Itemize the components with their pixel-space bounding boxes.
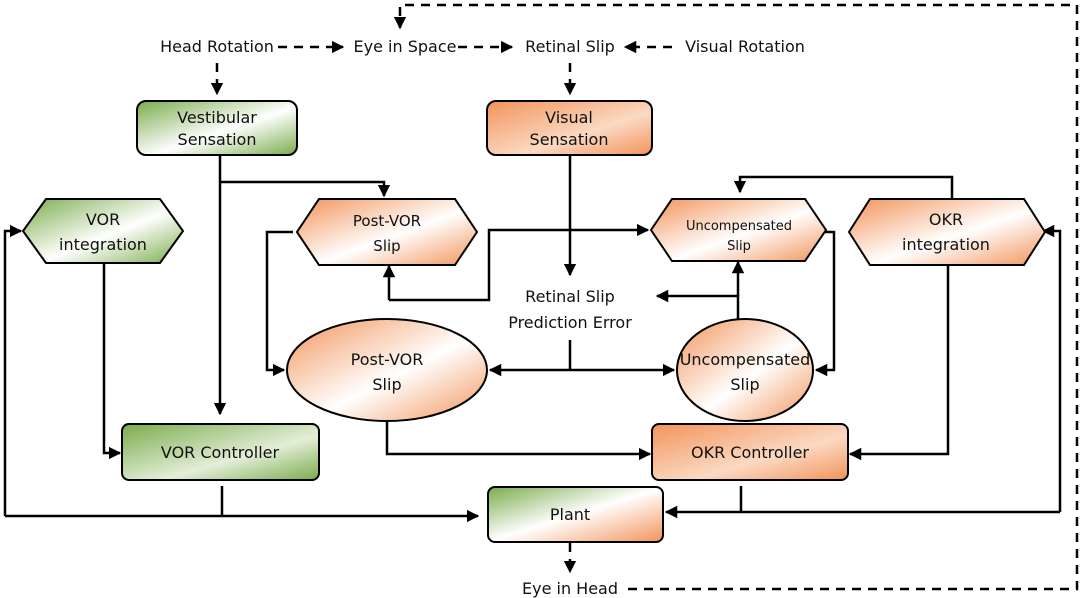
vor-integration-line2: integration xyxy=(59,235,147,254)
dashed-connectors xyxy=(210,3,1079,591)
arrow-okr-integration-to-okr-controller xyxy=(848,265,950,461)
vestibular-sensation-line1: Vestibular xyxy=(177,108,257,127)
vor-controller-box xyxy=(121,423,320,481)
okr-controller-box xyxy=(651,423,849,481)
head-rotation-label: Head Rotation xyxy=(160,37,274,56)
vestibular-sensation-box xyxy=(136,100,298,156)
okr-integration-node: OKR integration xyxy=(847,198,1047,266)
eye-in-space-label: Eye in Space xyxy=(354,37,457,56)
arrow-uncompensated-hex-to-ellipse xyxy=(808,230,836,377)
plant-node: Plant xyxy=(487,486,664,543)
post-vor-slip-ellipse xyxy=(286,318,488,422)
visual-rotation-label: Visual Rotation xyxy=(685,37,805,56)
arrow-feedback-to-vor-integration xyxy=(3,224,23,516)
uncompensated-slip-hex-line1: Uncompensated xyxy=(686,219,792,234)
vor-controller-label: VOR Controller xyxy=(161,443,280,462)
post-vor-slip-ellipse-node: Post-VOR Slip xyxy=(286,318,488,422)
arrow-feedback-to-okr-integration xyxy=(1041,224,1062,512)
visual-sensation-line1: Visual xyxy=(545,108,593,127)
vor-integration-line1: VOR xyxy=(86,210,120,229)
arrow-to-prediction-error xyxy=(655,289,740,320)
okr-controller-label: OKR Controller xyxy=(691,443,809,462)
vor-integration-node: VOR integration xyxy=(21,198,185,264)
post-vor-slip-hex-line2: Slip xyxy=(373,237,400,255)
arrow-to-uncompensated-hex xyxy=(389,223,650,302)
solid-connectors xyxy=(3,156,1062,523)
okr-controller-node: OKR Controller xyxy=(651,423,849,481)
okr-integration-line2: integration xyxy=(902,235,990,254)
arrow-post-vor-ellipse-to-okr-controller xyxy=(385,422,652,461)
post-vor-slip-hex-node: Post-VOR Slip xyxy=(295,198,479,266)
arrow-post-vor-hex-to-ellipse xyxy=(265,230,293,377)
post-vor-slip-ellipse-line2: Slip xyxy=(372,375,401,394)
prediction-error-label-line1: Retinal Slip xyxy=(525,287,615,306)
vor-controller-node: VOR Controller xyxy=(121,423,320,481)
visual-sensation-line2: Sensation xyxy=(530,130,609,149)
arrow-okr-integration-to-uncompensated-hex xyxy=(733,175,954,198)
post-vor-slip-hexagon xyxy=(295,198,479,266)
retinal-slip-label: Retinal Slip xyxy=(525,37,615,56)
arrow-vestibular-to-post-vor-hex xyxy=(220,180,391,198)
vestibular-sensation-node: Vestibular Sensation xyxy=(136,100,298,156)
plant-box xyxy=(487,486,664,543)
vestibular-sensation-line2: Sensation xyxy=(178,130,257,149)
vor-integration-hexagon xyxy=(21,198,185,264)
uncompensated-slip-ellipse xyxy=(676,318,814,422)
uncompensated-slip-ellipse-line1: Uncompensated xyxy=(680,350,811,369)
feedback-loop-eye-in-head-to-eye-in-space xyxy=(393,3,1079,591)
signal-labels: Head Rotation Eye in Space Retinal Slip … xyxy=(160,37,805,598)
uncompensated-slip-ellipse-node: Uncompensated Slip xyxy=(676,318,814,422)
uncompensated-slip-hexagon xyxy=(649,198,828,262)
okr-integration-hexagon xyxy=(847,198,1047,266)
uncompensated-slip-hex-line2: Slip xyxy=(727,239,751,254)
okr-integration-line1: OKR xyxy=(929,210,963,229)
visual-sensation-node: Visual Sensation xyxy=(486,100,653,156)
post-vor-slip-ellipse-line1: Post-VOR xyxy=(351,350,424,369)
arrow-vor-integration-to-vor-controller xyxy=(102,263,122,460)
uncompensated-slip-hex-node: Uncompensated Slip xyxy=(649,198,828,262)
post-vor-slip-hex-line1: Post-VOR xyxy=(353,212,421,230)
plant-label: Plant xyxy=(550,505,590,524)
eye-in-head-label: Eye in Head xyxy=(522,579,618,598)
prediction-error-label-line2: Prediction Error xyxy=(508,313,632,332)
visual-sensation-box xyxy=(486,100,653,156)
uncompensated-slip-ellipse-line2: Slip xyxy=(730,375,759,394)
